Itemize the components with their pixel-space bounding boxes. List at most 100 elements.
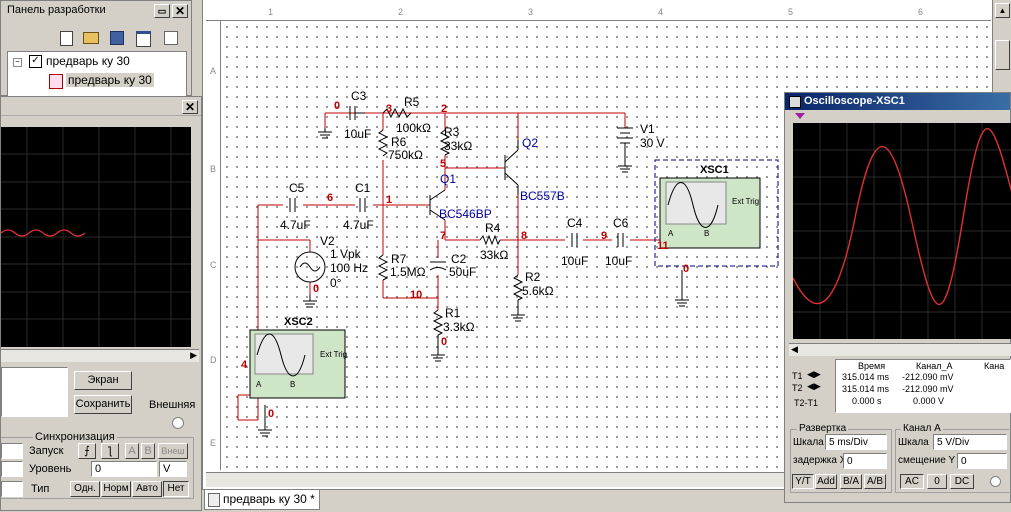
t21-cha: 0.000 V (913, 396, 945, 406)
xsc1-b: B (704, 229, 710, 238)
channel-a-scale-input[interactable]: 5 V/Div (933, 434, 1007, 450)
tab-circuit[interactable]: предварь ку 30 * (204, 490, 320, 510)
vscroll-thumb[interactable] (995, 40, 1010, 70)
left-scope-titlebar (1, 97, 201, 116)
r6-name: R6 (391, 135, 407, 149)
t2-arrows-icon[interactable]: ◀▶ (807, 381, 821, 391)
window-icon[interactable] (136, 31, 151, 47)
coupling-dc-button[interactable]: DC (950, 474, 974, 489)
trigger-label: Запуск (29, 445, 64, 457)
c6-name: C6 (613, 216, 629, 230)
readout-header-cha: Канал_A (916, 361, 953, 371)
external-radio[interactable] (172, 417, 184, 429)
c4-value: 10uF (561, 254, 589, 268)
vscroll-up[interactable]: ▲ (995, 3, 1010, 18)
xsc1-a: A (668, 229, 674, 238)
r1-value: 3.3kΩ (443, 320, 475, 334)
c2-name: C2 (451, 252, 467, 266)
ruler-num-5: 5 (788, 7, 794, 17)
tree-child-label[interactable]: предварь ку 30 (66, 73, 154, 87)
level-input[interactable]: 0 (91, 461, 157, 477)
mode-ba-button[interactable]: B/A (840, 474, 862, 489)
left-scope-readout (1, 367, 68, 417)
trigger-ext-button[interactable]: Внеш (158, 443, 188, 459)
dev-panel-minimize[interactable]: ▭ (154, 4, 170, 18)
trigger-field[interactable] (1, 443, 23, 459)
t1-label: T1 (792, 371, 803, 381)
ruler-letter-c: C (210, 260, 217, 270)
mode-ab-button[interactable]: A/B (864, 474, 886, 489)
readout-header-chb: Кана (984, 361, 1005, 371)
coupling-ac-button[interactable]: AC (900, 474, 924, 489)
channel-a-radio[interactable] (990, 476, 1001, 487)
list-icon[interactable] (164, 31, 178, 45)
channel-a-ypos-input[interactable]: 0 (957, 453, 1007, 469)
mode-yt-button[interactable]: Y/T (792, 474, 814, 489)
ruler-letter-b: B (210, 164, 217, 174)
xsc2-ext: Ext Trig (320, 350, 348, 359)
timebase-xpos-input[interactable]: 0 (843, 453, 887, 469)
xsc2-name: XSC2 (284, 316, 313, 328)
mode-add-button[interactable]: Add (815, 474, 837, 489)
tree-expander-icon[interactable]: − (13, 58, 22, 67)
left-scope-close[interactable]: ✕ (182, 100, 198, 114)
schematic-vscroll[interactable]: ▲ (992, 0, 1011, 100)
timebase-scale-input[interactable]: 5 ms/Div (825, 434, 887, 450)
level-prefix-field[interactable] (1, 461, 23, 477)
ruler-num-4: 4 (658, 7, 664, 17)
v1-value: 30 V (640, 136, 665, 150)
screen-button[interactable]: Экран (74, 371, 132, 390)
tree-root-label[interactable]: предварь ку 30 (46, 54, 130, 68)
level-unit[interactable]: V (159, 461, 187, 477)
tree-check-icon[interactable]: ✓ (29, 55, 42, 68)
new-icon[interactable] (60, 31, 73, 46)
trigger-a-button[interactable]: A (125, 443, 139, 459)
left-ruler (206, 20, 221, 470)
r5-name: R5 (404, 95, 420, 109)
edge-rise-button[interactable]: ⨍ (78, 443, 96, 459)
trigger-b-button[interactable]: B (141, 443, 155, 459)
r3-name: R3 (444, 125, 460, 139)
dev-panel-close[interactable]: ✕ (172, 4, 188, 18)
t2-cha: -212.090 mV (902, 384, 954, 394)
type-prefix-field[interactable] (1, 481, 23, 497)
t21-label: T2-T1 (794, 398, 819, 408)
channel-a-ypos-label: смещение Y (898, 455, 956, 466)
left-scope-hscroll[interactable]: ▶ (1, 349, 199, 362)
c3-name: C3 (351, 89, 367, 103)
net-10: 10 (410, 289, 423, 301)
net-8: 8 (521, 230, 528, 242)
r2-name: R2 (525, 270, 541, 284)
dev-panel: Панель разработки ▭ ✕ − ✓ предварь ку 30… (0, 0, 192, 97)
cursor-marker-icon[interactable] (795, 113, 805, 119)
v2-line3: 0° (330, 276, 342, 290)
osc-hscroll-left-icon[interactable]: ◀ (791, 344, 798, 354)
r7-value: 1.5MΩ (390, 265, 426, 279)
mode-auto-button[interactable]: Авто (132, 481, 162, 497)
type-label: Тип (31, 483, 50, 495)
channel-a-group-title: Канал A (901, 423, 943, 434)
net-11: 11 (657, 240, 669, 252)
osc-trace (793, 123, 1011, 339)
mode-normal-button[interactable]: Норм (101, 481, 131, 497)
oscilloscope-window: Oscilloscope-XSC1 ◀ Время Канал_A Кана T… (784, 92, 1011, 503)
net-3: 3 (386, 103, 393, 115)
save-icon[interactable] (110, 31, 124, 45)
net-7: 7 (440, 230, 447, 242)
mode-none-button[interactable]: Нет (163, 481, 189, 497)
open-icon[interactable] (83, 32, 99, 44)
net-4: 4 (241, 359, 248, 371)
q2-name: Q2 (522, 136, 539, 150)
net-1: 1 (386, 194, 393, 206)
sync-group-title: Синхронизация (33, 431, 117, 443)
timebase-xpos-label: задержка X (793, 455, 847, 466)
save-button[interactable]: Сохранить (74, 395, 132, 414)
osc-hscroll[interactable]: ◀ (789, 343, 1011, 356)
edge-fall-button[interactable]: ƪ (101, 443, 119, 459)
t1-arrows-icon[interactable]: ◀▶ (807, 369, 821, 379)
mode-single-button[interactable]: Одн. (70, 481, 100, 497)
hscroll-right-icon[interactable]: ▶ (190, 350, 197, 360)
coupling-zero-button[interactable]: 0 (927, 474, 947, 489)
channel-a-group (895, 429, 1011, 493)
cursor-readout (835, 359, 1011, 413)
